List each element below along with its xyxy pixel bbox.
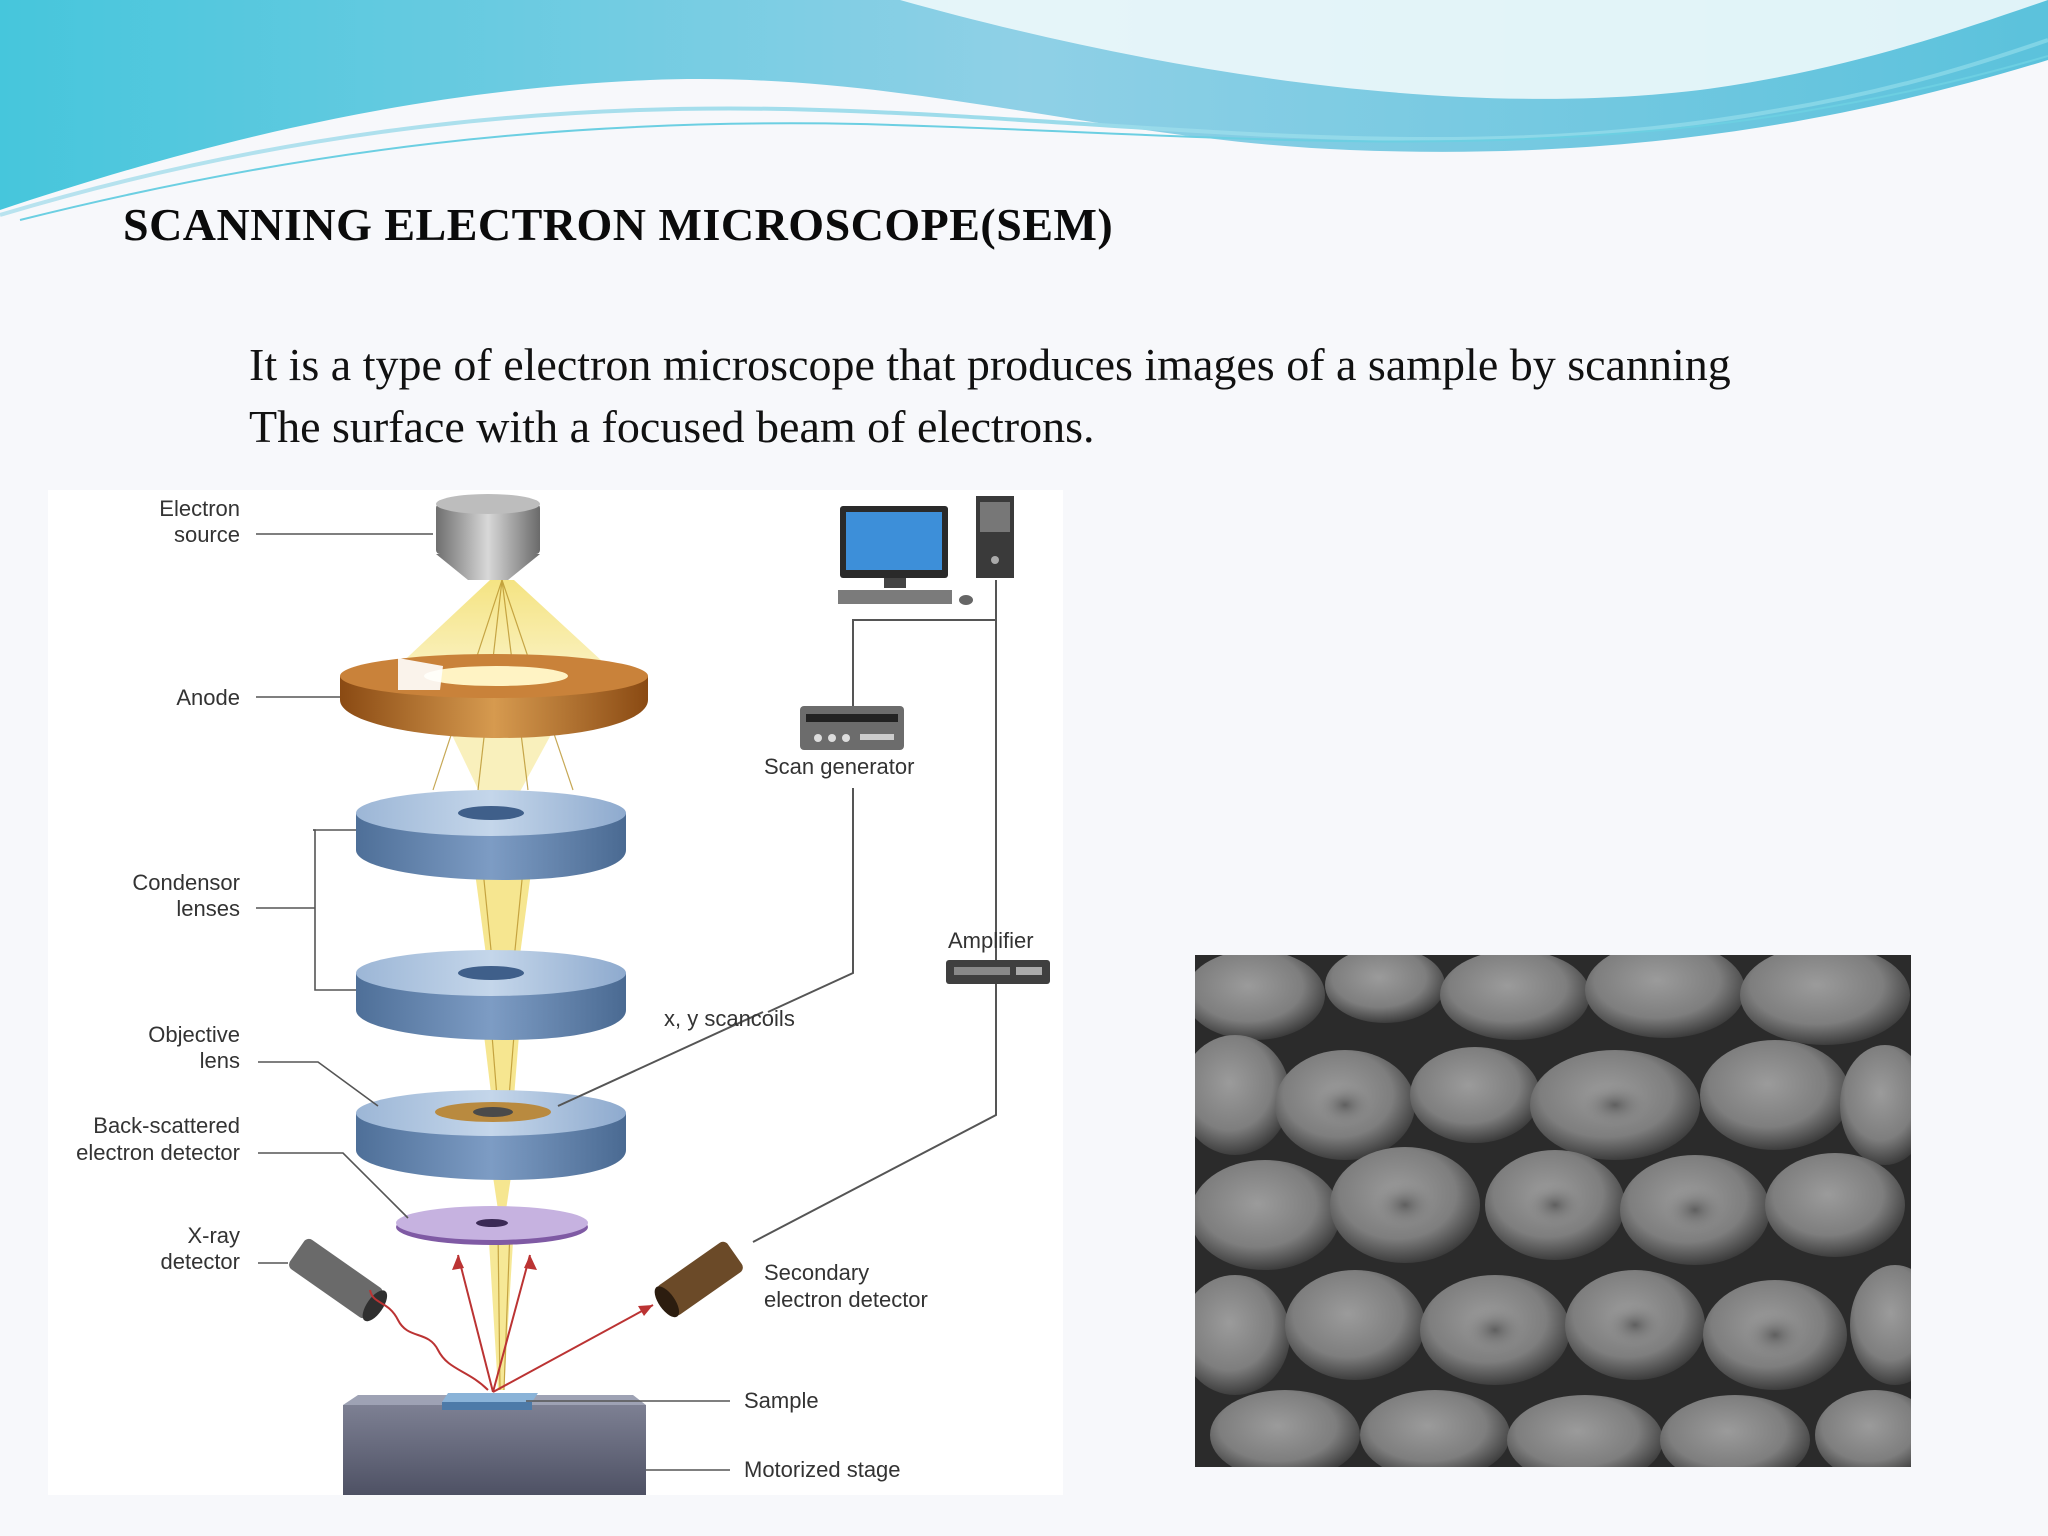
label-backscattered-2: electron detector: [76, 1140, 240, 1165]
condensor-lens-2: [356, 950, 626, 1040]
slide-body-text: It is a type of electron microscope that…: [249, 334, 2029, 458]
cells: [1195, 955, 1911, 1467]
slide-title: SCANNING ELECTRON MICROSCOPE(SEM): [123, 199, 1114, 250]
sem-schematic-svg: Electron source Anode Condensor lenses O…: [76, 494, 1050, 1495]
body-line-1: It is a type of electron microscope that…: [249, 339, 1731, 390]
label-xray-1: X-ray: [187, 1223, 240, 1248]
label-objective-2: lens: [200, 1048, 240, 1073]
cell-dimples: [1315, 1083, 1807, 1359]
label-anode: Anode: [176, 685, 240, 710]
red-blood-cells-image: [1195, 955, 1911, 1467]
diagram-labels: Electron source Anode Condensor lenses O…: [76, 496, 1033, 1482]
scan-generator-icon: [800, 706, 904, 750]
secondary-detector-icon: [654, 1241, 743, 1318]
signal-arrows: [369, 1254, 654, 1393]
label-electron-source-1: Electron: [159, 496, 240, 521]
label-secondary-1: Secondary: [764, 1260, 869, 1285]
electron-gun-icon: [436, 494, 540, 580]
signal-cables: [557, 580, 997, 1243]
label-secondary-2: electron detector: [764, 1287, 928, 1312]
sem-micrograph-red-blood-cells: [1195, 955, 1911, 1467]
label-scan-generator: Scan generator: [764, 754, 914, 779]
amplifier-icon: [946, 960, 1050, 984]
label-leader-lines: [256, 533, 730, 1471]
label-electron-source-2: source: [174, 522, 240, 547]
anode-disk: [340, 654, 648, 738]
header-wave-decoration: [0, 0, 2048, 221]
sem-schematic-diagram: Electron source Anode Condensor lenses O…: [48, 490, 1063, 1495]
label-backscattered-1: Back-scattered: [93, 1113, 240, 1138]
xray-detector-icon: [289, 1238, 388, 1322]
objective-lens: [356, 1090, 626, 1180]
label-condensor-1: Condensor: [132, 870, 240, 895]
condensor-lens-1: [356, 790, 626, 880]
label-objective-1: Objective: [148, 1022, 240, 1047]
label-condensor-2: lenses: [176, 896, 240, 921]
label-scancoils: x, y scancoils: [664, 1006, 795, 1031]
body-line-2: The surface with a focused beam of elect…: [249, 401, 1095, 452]
sample-block: [442, 1393, 538, 1410]
label-xray-2: detector: [161, 1249, 241, 1274]
label-sample: Sample: [744, 1388, 819, 1413]
backscattered-detector-disk: [396, 1206, 588, 1245]
computer-icon: [838, 496, 1014, 605]
label-amplifier: Amplifier: [948, 928, 1034, 953]
label-motorized-stage: Motorized stage: [744, 1457, 901, 1482]
